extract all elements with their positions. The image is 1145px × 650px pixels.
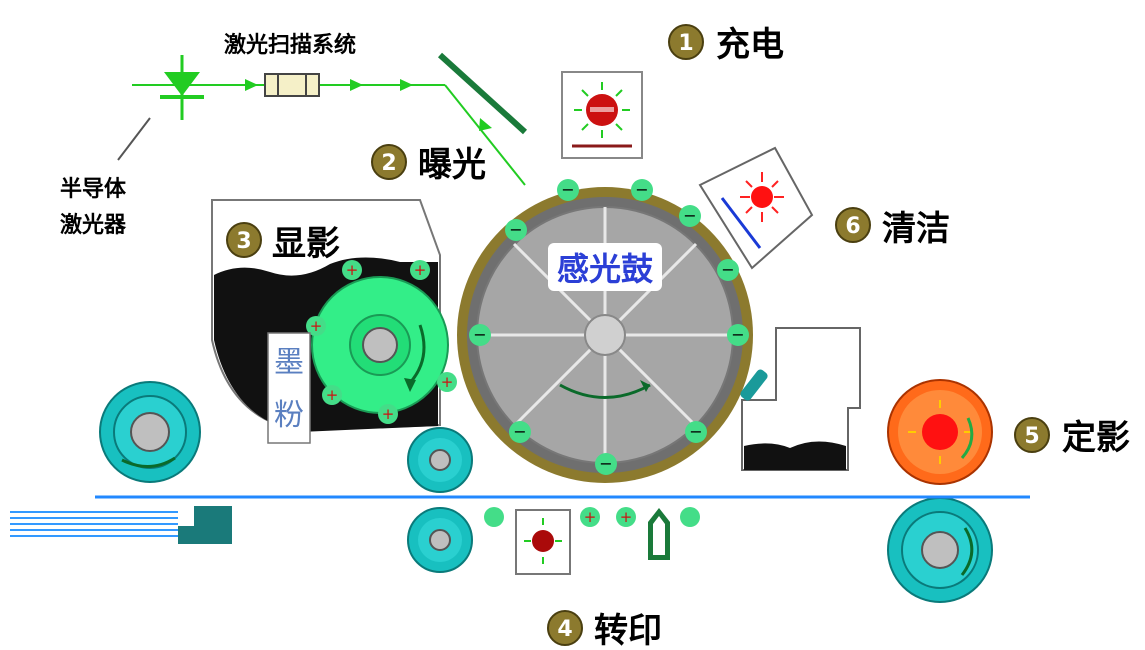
charge-minus: − — [727, 324, 749, 346]
charge-plus: + — [410, 260, 430, 280]
svg-text:+: + — [414, 261, 427, 279]
step-3-label: 显影 — [272, 224, 340, 264]
pickup-roller — [99, 381, 201, 483]
toner-char-1: 墨 — [274, 345, 304, 380]
laser-label-line1: 半导体 — [60, 177, 127, 202]
step-5-label: 定影 — [1062, 418, 1130, 458]
mirror-icon — [437, 52, 528, 135]
charge-minus: − — [679, 205, 701, 227]
charge-plus: + — [616, 507, 636, 527]
charge-lamp-icon — [561, 71, 643, 159]
svg-text:−: − — [509, 220, 522, 239]
step-6-label: 清洁 — [882, 209, 950, 249]
scan-system-label: 激光扫描系统 — [224, 32, 356, 58]
svg-text:+: + — [326, 386, 339, 404]
charge-minus: − — [469, 324, 491, 346]
drum-label: 感光鼓 — [557, 250, 654, 288]
charge-minus: − — [509, 421, 531, 443]
step-1-label: 充电 — [716, 25, 784, 65]
toner-char-2: 粉 — [274, 398, 304, 433]
svg-text:+: + — [382, 405, 395, 423]
charge-minus: − — [595, 453, 617, 475]
step-5-number: 5 — [1024, 424, 1039, 449]
svg-text:−: − — [731, 325, 744, 344]
step-4-label: 转印 — [594, 611, 662, 650]
svg-text:−: − — [635, 180, 648, 199]
registration-roller-top — [407, 427, 473, 493]
svg-text:−: − — [473, 325, 486, 344]
svg-text:+: + — [584, 508, 597, 526]
registration-roller-bottom — [407, 507, 473, 573]
developer-roller — [311, 276, 449, 414]
charge-plus: + — [437, 372, 457, 392]
charge-minus: − — [505, 219, 527, 241]
step-4-number: 4 — [557, 617, 572, 642]
step-6-number: 6 — [845, 214, 860, 239]
step-1: 1 充电 — [668, 24, 784, 65]
svg-text:−: − — [513, 422, 526, 441]
svg-text:−: − — [561, 180, 574, 199]
laser-label-line2: 激光器 — [60, 212, 127, 238]
cleaning-lamp-icon — [698, 146, 814, 270]
charge-minus: − — [557, 179, 579, 201]
svg-text:−: − — [683, 206, 696, 225]
step-2: 2 曝光 — [371, 144, 486, 185]
corona-wire-icon — [648, 508, 670, 560]
svg-text:+: + — [346, 261, 359, 279]
charge-minus: − — [631, 179, 653, 201]
step-5: 5 定影 — [1014, 417, 1130, 458]
fuser-heat-roller — [887, 379, 993, 485]
toner-charges: + + + + + + + + — [306, 260, 636, 527]
svg-text:−: − — [599, 454, 612, 473]
laser-diode-icon — [160, 55, 204, 120]
waste-toner-bin — [740, 327, 861, 471]
step-2-label: 曝光 — [418, 145, 486, 185]
svg-text:−: − — [721, 260, 734, 279]
charge-plus: + — [378, 404, 398, 424]
svg-text:+: + — [441, 373, 454, 391]
transfer-lamp-icon — [515, 509, 571, 575]
charge-plus: + — [306, 316, 326, 336]
charge-plus: + — [342, 260, 362, 280]
step-4: 4 转印 — [547, 610, 662, 650]
charge-plus: + — [322, 385, 342, 405]
fuser-pressure-roller — [887, 497, 993, 603]
scan-lens-icon — [264, 73, 320, 97]
toner-label: 墨 粉 — [267, 332, 311, 444]
charge-minus: − — [685, 421, 707, 443]
step-6: 6 清洁 — [835, 207, 950, 249]
svg-text:−: − — [689, 422, 702, 441]
paper-stack — [10, 506, 232, 544]
drum-charges: − − − − − − − − − − — [469, 179, 749, 475]
charge-plus: + — [580, 507, 600, 527]
transfer-charges — [484, 507, 700, 527]
step-1-number: 1 — [678, 31, 693, 56]
svg-text:+: + — [620, 508, 633, 526]
laser-pointer-line — [117, 117, 151, 161]
charge-minus: − — [717, 259, 739, 281]
step-2-number: 2 — [381, 151, 396, 176]
step-3-number: 3 — [236, 229, 251, 254]
step-3: 3 显影 — [226, 222, 340, 264]
svg-text:+: + — [310, 317, 323, 335]
photoconductor-drum — [457, 187, 753, 483]
